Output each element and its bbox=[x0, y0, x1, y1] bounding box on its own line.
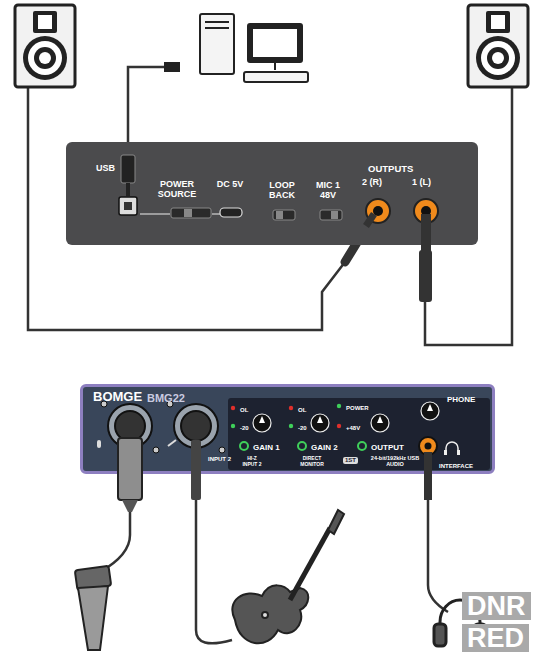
panel-label: DC 5V bbox=[216, 180, 244, 190]
panel-label: POWER SOURCE bbox=[148, 180, 206, 200]
panel-label: DIRECT MONITOR bbox=[297, 456, 327, 467]
panel-label: 1ST bbox=[343, 457, 358, 464]
speaker bbox=[468, 5, 528, 87]
panel-label: 2 (R) bbox=[362, 178, 382, 188]
panel-label: GAIN 2 bbox=[311, 444, 338, 453]
panel-label: OL bbox=[240, 407, 248, 414]
panel-label: BOMGE bbox=[93, 390, 142, 404]
microphone bbox=[75, 566, 111, 650]
watermark: DNR bbox=[462, 592, 531, 620]
panel-label: OL bbox=[298, 407, 306, 414]
panel-label: GAIN 1 bbox=[253, 444, 280, 453]
panel-label: INTERFACE bbox=[439, 463, 473, 470]
panel-label: PHONE bbox=[447, 396, 475, 405]
panel-label: POWER bbox=[346, 405, 369, 412]
panel-label: BMG22 bbox=[147, 392, 185, 404]
panel-label: -20 bbox=[240, 425, 249, 432]
panel-label: HI-Z INPUT 2 bbox=[239, 456, 265, 467]
watermark: RED bbox=[462, 624, 529, 652]
panel-label: INPUT 2 bbox=[208, 456, 231, 463]
panel-label: LOOP BACK bbox=[262, 181, 302, 201]
panel-label: USB bbox=[96, 164, 115, 174]
panel-label: -20 bbox=[298, 425, 307, 432]
panel-label: OUTPUT bbox=[371, 444, 404, 453]
panel-label: OUTPUTS bbox=[368, 164, 413, 174]
panel-label: +48V bbox=[346, 425, 360, 432]
computer bbox=[165, 14, 308, 82]
speaker bbox=[15, 5, 75, 87]
panel-label: 1 (L) bbox=[412, 178, 431, 188]
panel-label: 24-bit/192kHz USB AUDIO bbox=[365, 455, 425, 467]
panel-label: MIC 1 48V bbox=[310, 181, 346, 201]
guitar bbox=[232, 510, 344, 643]
